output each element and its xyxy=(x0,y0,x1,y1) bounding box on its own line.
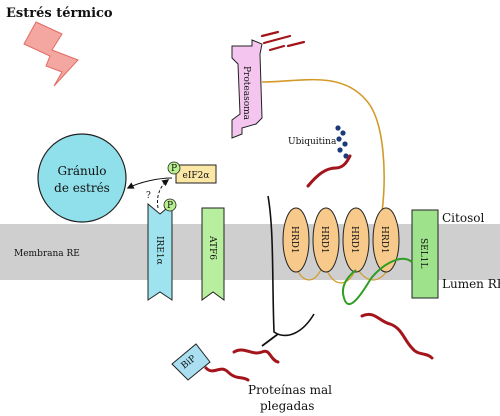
misfolded-protein-squiggles xyxy=(204,312,434,382)
stress-granule-line1: Gránulo xyxy=(58,164,107,178)
sel1l-box xyxy=(411,209,439,299)
svg-text:HRD1: HRD1 xyxy=(379,226,389,254)
svg-text:HRD1: HRD1 xyxy=(349,226,359,254)
misfolded-proteins-line1: Proteínas mal xyxy=(248,383,332,397)
proteasome-connector xyxy=(261,78,385,213)
hrd1-unit-3: HRD1 xyxy=(342,207,370,273)
ire1a-receptor xyxy=(147,202,173,301)
membrane-label: Membrana RE xyxy=(14,249,80,259)
proteasome xyxy=(231,39,263,139)
ire1a-to-eif2a-arrow xyxy=(157,179,170,209)
ubiquitinated-protein xyxy=(306,154,352,188)
bip-chaperone xyxy=(171,343,211,381)
ubiquitin-chain xyxy=(335,125,349,159)
heat-stress-label: Estrés térmico xyxy=(6,6,113,21)
ire1a-phospho-label: P xyxy=(167,201,173,211)
lightning-icon xyxy=(23,21,79,87)
degraded-peptides xyxy=(260,30,306,52)
svg-text:HRD1: HRD1 xyxy=(289,226,299,254)
atf6-receptor xyxy=(201,207,225,301)
eif2a-label: eIF2α xyxy=(183,171,210,181)
eif2a-phospho-label: P xyxy=(171,164,177,174)
inhibition-line xyxy=(267,195,315,337)
ire1a-phospho-icon xyxy=(163,198,177,212)
hrd1-unit-1: HRD1 xyxy=(282,207,310,273)
inhibition-bar xyxy=(261,333,279,347)
svg-text:HRD1: HRD1 xyxy=(319,226,329,254)
stress-granule xyxy=(37,133,127,223)
ire1a-label: IRE1α xyxy=(154,236,164,265)
hrd1-unit-2: HRD1 xyxy=(312,207,340,273)
lumen-label: Lumen RE xyxy=(442,277,500,291)
hrd1-unit-4: HRD1 xyxy=(372,207,400,273)
question-mark: ? xyxy=(146,191,151,201)
sel1l-loop xyxy=(342,257,413,305)
ubiquitin-label: Ubiquitina xyxy=(288,137,337,147)
eif2a-to-granule-arrow xyxy=(126,177,173,189)
cytosol-label: Citosol xyxy=(442,211,484,225)
eif2a-phospho-icon xyxy=(167,161,181,175)
atf6-label: ATF6 xyxy=(207,235,217,260)
proteasome-label: Proteasoma xyxy=(241,66,251,121)
sel1l-label: SEL1L xyxy=(418,238,428,268)
stress-granule-line2: de estrés xyxy=(54,181,110,195)
misfolded-proteins-line2: plegadas xyxy=(260,399,314,413)
